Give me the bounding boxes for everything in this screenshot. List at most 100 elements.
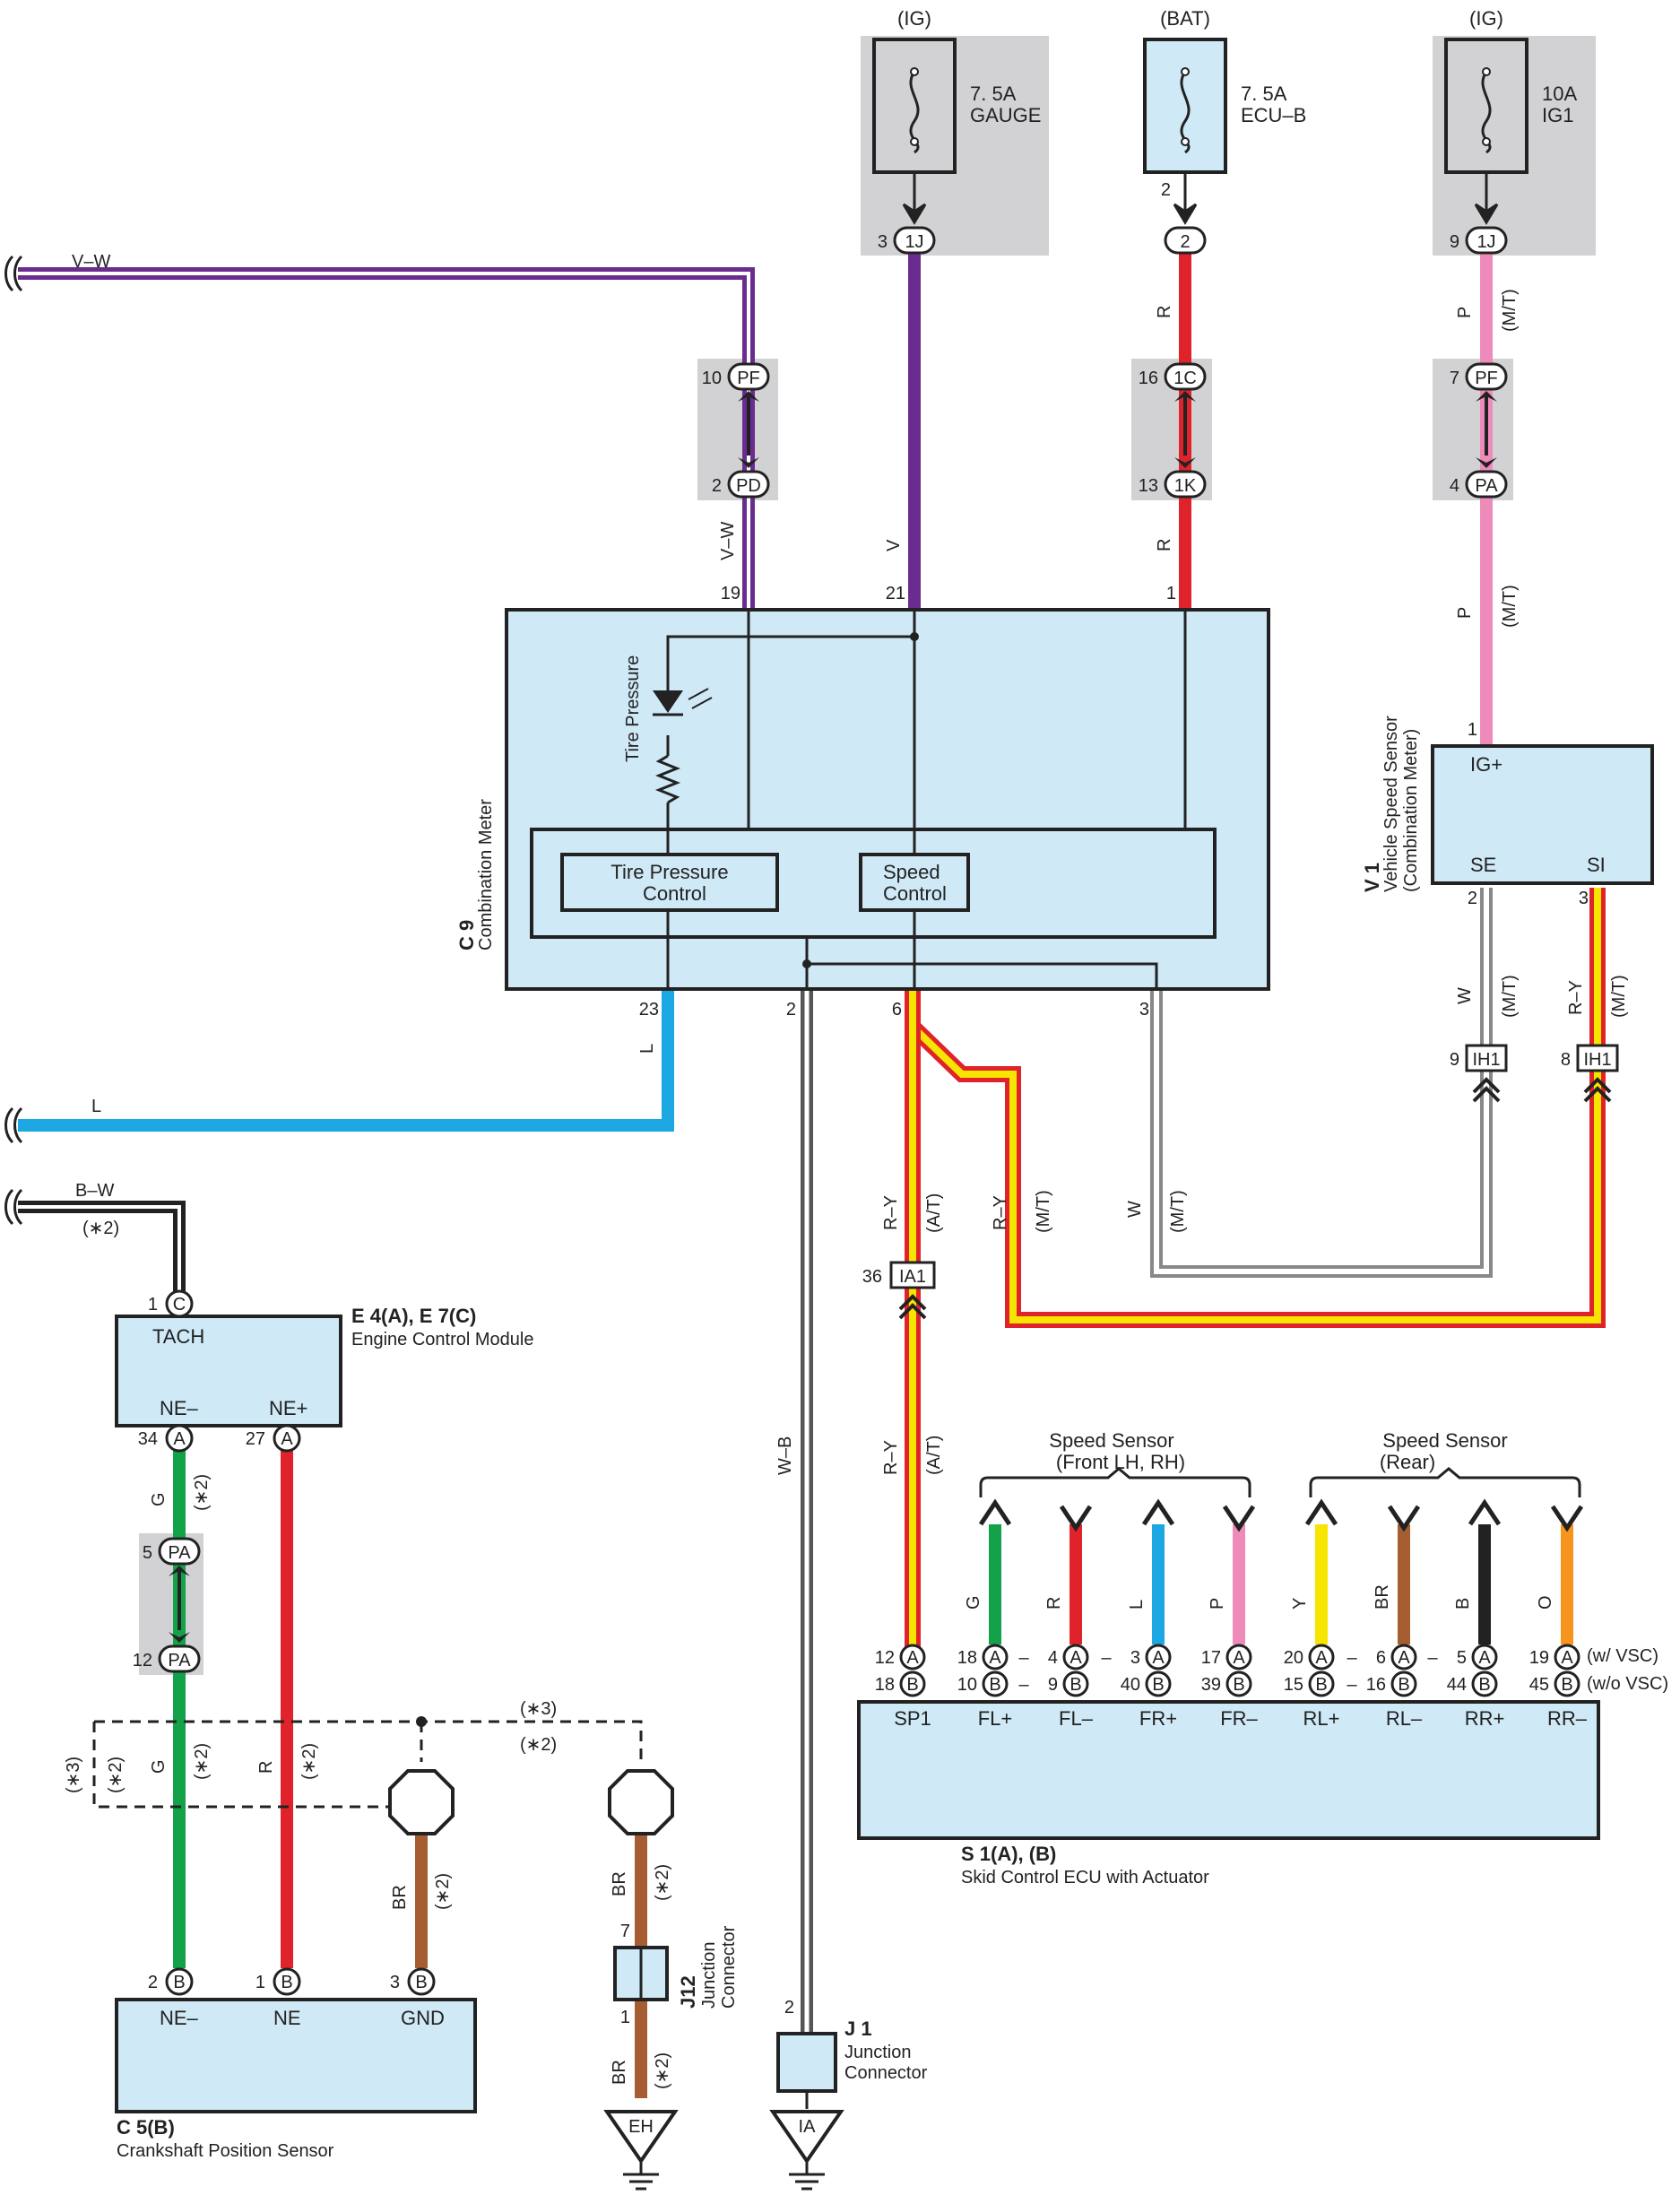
conn-ih1-a: IH1: [1472, 1050, 1500, 1070]
terminal-label-RR–: RR–: [1547, 1707, 1588, 1730]
terminal-a-pin: 4: [1048, 1648, 1058, 1668]
crank-ne: NE: [273, 2007, 301, 2029]
terminal-b-circle: [1308, 1670, 1335, 1697]
label-vw-vert: V–W: [718, 522, 738, 560]
conn-pf: PF: [737, 369, 760, 388]
terminal-b-code: B: [1152, 1675, 1164, 1695]
label-br-j12b-note: (∗2): [653, 2052, 672, 2089]
engine-control-module: TACH NE– NE+ E 4(A), E 7(C) Engine Contr…: [115, 1289, 533, 1453]
label-ry-mt-v1: R–Y: [1566, 980, 1586, 1015]
crank-gnd: GND: [401, 2007, 445, 2029]
sensor-arrow-in-icon: [1387, 1505, 1421, 1532]
terminal-a-circle: [982, 1644, 1009, 1670]
crank-ne-minus: NE–: [160, 2007, 199, 2029]
wire-label-group: V–W V R R P (M/T) P (M/T) L L B–W (∗2) W…: [64, 289, 1629, 2089]
combination-meter: Tire Pressure Tire Pressure Control Spee…: [455, 584, 1270, 1020]
conn-pd: PD: [736, 476, 761, 496]
crankshaft-position-sensor: NE– NE GND C 5(B) Crankshaft Position Se…: [115, 1967, 477, 2161]
terminal-b-circle: [1471, 1670, 1498, 1697]
ecm-id: E 4(A), E 7(C): [351, 1305, 476, 1327]
j12-id: J12: [677, 1975, 699, 2009]
sc-label-2: Control: [883, 882, 947, 905]
ecm-pin-27: 27: [246, 1429, 265, 1449]
fuse-ecu-b-supply: (BAT): [1160, 7, 1210, 30]
label-w-mt2-note: (M/T): [1168, 1190, 1188, 1233]
j12-pin-7: 7: [620, 1922, 630, 1941]
wire-v-w: [4, 255, 755, 610]
vss-ig: IG+: [1470, 753, 1502, 776]
label-star3-b: (∗3): [520, 1699, 557, 1719]
terminal-b-code: B: [906, 1675, 918, 1695]
vss-pin-1: 1: [1468, 720, 1477, 740]
fuse-ecu-b-rating: 7. 5A: [1241, 82, 1287, 105]
tire-pressure-label: Tire Pressure: [623, 655, 643, 762]
ground-ia-label: IA: [799, 2117, 817, 2137]
conn-1c: 1C: [1173, 369, 1197, 388]
label-w-mt-v1: W: [1455, 987, 1475, 1004]
label-star3-a: (∗3): [64, 1757, 83, 1793]
fuse-ig1-rating: 10A: [1542, 82, 1577, 105]
conn-pa-l-pin: 5: [143, 1543, 152, 1563]
label-l-vert: L: [637, 1044, 657, 1054]
terminal-a-circle: [1471, 1644, 1498, 1670]
ecm-pin-c: 1: [148, 1295, 158, 1315]
label-g-ecm: G: [149, 1492, 169, 1506]
vehicle-speed-sensor: IG+ SE SI 1 2 3 V 1 Vehicle Speed Sensor…: [1361, 716, 1654, 908]
vss-sub: (Combination Meter): [1401, 729, 1421, 892]
conn-pf2-pin: 7: [1450, 369, 1459, 388]
ecm-name: Engine Control Module: [351, 1330, 533, 1349]
terminal-a-pin: 17: [1201, 1648, 1221, 1668]
vss-id: V 1: [1361, 863, 1383, 892]
terminal-a-code: A: [1233, 1648, 1245, 1668]
ecm-pin-34: 34: [138, 1429, 158, 1449]
conn-2: 2: [1180, 232, 1190, 252]
tpc-label-2: Control: [643, 882, 706, 905]
terminal-label-RR+: RR+: [1465, 1707, 1505, 1730]
conn-1k: 1K: [1174, 476, 1197, 496]
sensor-arrow-in-icon: [1550, 1505, 1584, 1532]
conn-ih1-b-pin: 8: [1561, 1050, 1571, 1070]
cm-pin-21: 21: [886, 584, 905, 603]
conn-pa2: PA: [1475, 476, 1498, 496]
terminal-a-code: A: [1152, 1648, 1165, 1668]
terminal-a-circle: [1225, 1644, 1252, 1670]
group-rear-l2: (Rear): [1380, 1451, 1435, 1473]
terminal-b-code: B: [1478, 1675, 1490, 1695]
label-ry-at2: R–Y: [881, 1440, 901, 1475]
box-connectors: [889, 1044, 1619, 1289]
fuse-gauge-rating: 7. 5A: [970, 82, 1017, 105]
terminal-b-circle: [1145, 1670, 1172, 1697]
sensor-arrow-in-icon: [1059, 1505, 1093, 1532]
ecm-ne-minus: NE–: [160, 1397, 199, 1419]
conn-1j-b-pin: 9: [1450, 232, 1459, 252]
terminal-a-code: A: [1069, 1648, 1082, 1668]
j12-name-2: Connector: [719, 1925, 739, 2009]
terminal-a-pin: 3: [1130, 1648, 1140, 1668]
group-rear-l1: Speed Sensor: [1382, 1429, 1507, 1452]
label-g-ecm-note: (∗2): [192, 1474, 212, 1511]
terminal-b-pin: 10: [957, 1675, 977, 1695]
wire-b-w: [4, 1188, 186, 1291]
cm-id: C 9: [455, 920, 478, 950]
sensor-wire-label: P: [1208, 1598, 1227, 1610]
terminal-a-circle: [1145, 1644, 1172, 1670]
terminal-b-pin: 9: [1048, 1675, 1058, 1695]
label-ry-at: R–Y: [881, 1195, 901, 1230]
sensor-arrow-out-icon: [1304, 1498, 1338, 1526]
fuse-gauge-name: GAUGE: [970, 104, 1041, 126]
terminal-a-pin: 19: [1529, 1648, 1549, 1668]
terminal-b-code: B: [1069, 1675, 1081, 1695]
terminal-label-RL+: RL+: [1303, 1707, 1340, 1730]
label-br-j12a-note: (∗2): [653, 1864, 672, 1901]
label-ry-at-note: (A/T): [924, 1193, 944, 1233]
skid-w-vsc: (w/ VSC): [1587, 1646, 1658, 1666]
crank-id: C 5(B): [117, 2116, 175, 2139]
fuse-ecu-b-pin: 2: [1161, 180, 1171, 200]
sensor-wire-label: L: [1127, 1600, 1147, 1610]
crank-code-1: B: [173, 1973, 185, 1992]
conn-1j-b: 1J: [1476, 232, 1495, 252]
crank-code-2: B: [281, 1973, 292, 1992]
conn-pa-l2-pin: 12: [133, 1651, 152, 1670]
conn-ih1-a-pin: 9: [1450, 1050, 1459, 1070]
label-v-vert: V: [884, 539, 904, 551]
